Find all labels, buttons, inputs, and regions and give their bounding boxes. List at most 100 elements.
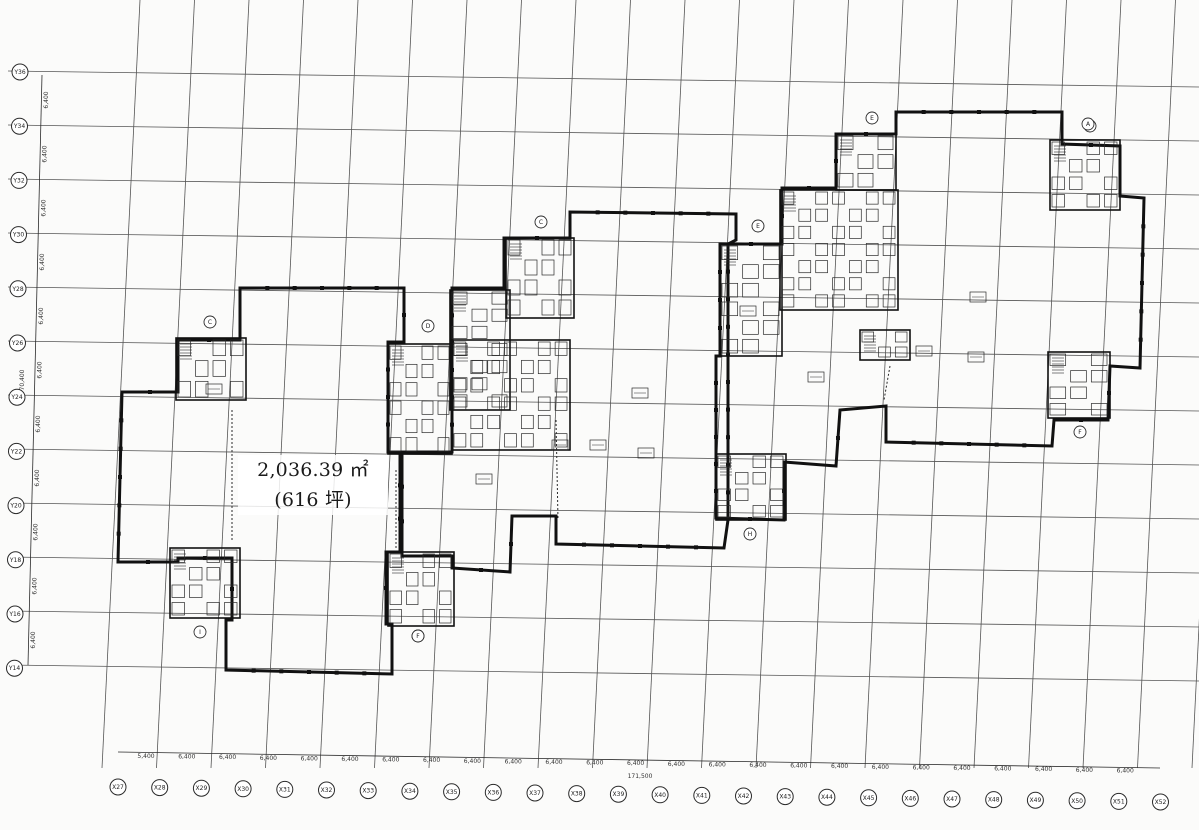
column-mark: [1140, 281, 1144, 285]
core-marker-label: A: [1086, 121, 1091, 128]
bottom-axis-label: X50: [1071, 798, 1083, 805]
column-mark: [726, 380, 730, 384]
core-room: [770, 505, 784, 518]
core-room: [877, 154, 894, 169]
dotted-interior-line: [555, 419, 559, 521]
column-mark: [400, 484, 404, 489]
column-mark: [780, 214, 784, 218]
core-room: [865, 294, 879, 308]
bottom-axis-label: X52: [1155, 799, 1167, 806]
core-room: [405, 363, 418, 379]
grid-column-line: [1082, 0, 1122, 769]
bottom-axis-label: X27: [112, 784, 124, 791]
column-mark: [726, 269, 730, 274]
core-room: [1069, 176, 1083, 190]
core-room: [882, 294, 896, 308]
left-axis-bubble: [8, 388, 26, 406]
core-room: [762, 264, 780, 279]
core-room: [422, 609, 435, 624]
left-axis-bubble: [6, 659, 23, 677]
core-outline: [175, 337, 247, 401]
core-room: [405, 437, 418, 452]
column-mark: [479, 568, 483, 572]
core-room: [832, 294, 845, 308]
column-mark: [694, 545, 698, 550]
core-marker-label: I: [199, 629, 201, 636]
bottom-span-dimension: 6,400: [913, 764, 930, 771]
core-room: [554, 396, 568, 411]
bottom-span-dimension: 6,400: [341, 756, 358, 763]
core-room: [865, 260, 879, 274]
core-room: [770, 488, 784, 501]
core-room: [781, 277, 795, 291]
bottom-span-dimension: 6,400: [1076, 767, 1093, 774]
core-room: [541, 299, 555, 316]
core-room: [832, 277, 845, 291]
core-room: [487, 359, 500, 375]
bottom-span-dimension: 6,400: [790, 763, 807, 770]
column-mark: [400, 519, 404, 524]
core-room: [742, 320, 759, 335]
column-mark: [1139, 309, 1144, 314]
core-room: [717, 488, 731, 501]
core-room: [507, 279, 521, 296]
core-room: [422, 572, 435, 587]
core-room: [524, 259, 538, 276]
column-mark: [362, 671, 367, 676]
left-axis-label: Y32: [12, 177, 24, 184]
column-mark: [610, 543, 614, 548]
bottom-axis-bubble: [359, 782, 377, 800]
core-room: [1049, 386, 1067, 399]
bottom-axis-label: X36: [487, 789, 499, 796]
core-room: [1051, 194, 1065, 208]
core-room: [742, 338, 759, 354]
room-tag: [551, 439, 569, 451]
bottom-axis-label: X33: [362, 788, 374, 795]
core-room: [815, 208, 828, 222]
core-room: [882, 225, 896, 239]
left-axis-bubble: [11, 117, 28, 135]
core-room: [752, 472, 766, 485]
bottom-axis-label: X41: [696, 792, 708, 799]
core-room: [230, 380, 244, 398]
core-room: [421, 418, 434, 434]
core-room: [781, 294, 795, 308]
left-span-dimension: 6,400: [35, 415, 42, 432]
core-room: [857, 154, 874, 169]
core-room: [554, 341, 568, 356]
bottom-axis-bubble: [943, 790, 961, 808]
column-mark: [398, 516, 402, 521]
bottom-axis-label: X34: [404, 788, 416, 795]
column-mark: [1004, 110, 1009, 114]
grid-column-line: [537, 0, 577, 769]
column-mark: [279, 669, 284, 674]
core-room: [865, 243, 879, 256]
core-marker-circle: [193, 625, 207, 639]
core-room: [1051, 141, 1065, 155]
core-room: [195, 360, 209, 377]
core-room: [224, 549, 238, 563]
core-room: [717, 505, 731, 518]
core-room: [439, 590, 452, 605]
core-room: [721, 282, 739, 298]
core-room: [1086, 141, 1100, 155]
bottom-span-dimension: 6,400: [505, 758, 522, 765]
bottom-axis-bubble: [693, 786, 711, 804]
grid-row-line: [7, 502, 1199, 520]
core-room: [524, 279, 538, 296]
bottom-axis-label: X48: [988, 797, 1000, 804]
room-tag: [205, 383, 223, 395]
core-room: [558, 239, 572, 256]
core-room: [437, 382, 450, 397]
core-room: [541, 239, 555, 256]
core-room: [439, 609, 452, 624]
core-room: [504, 341, 517, 356]
bottom-axis-label: X37: [529, 790, 541, 797]
core-room: [742, 264, 759, 279]
core-room: [849, 225, 862, 239]
core-marker-label: D: [426, 323, 431, 330]
core-room: [470, 359, 484, 375]
core-room: [453, 378, 467, 393]
core-outline: [715, 453, 787, 521]
